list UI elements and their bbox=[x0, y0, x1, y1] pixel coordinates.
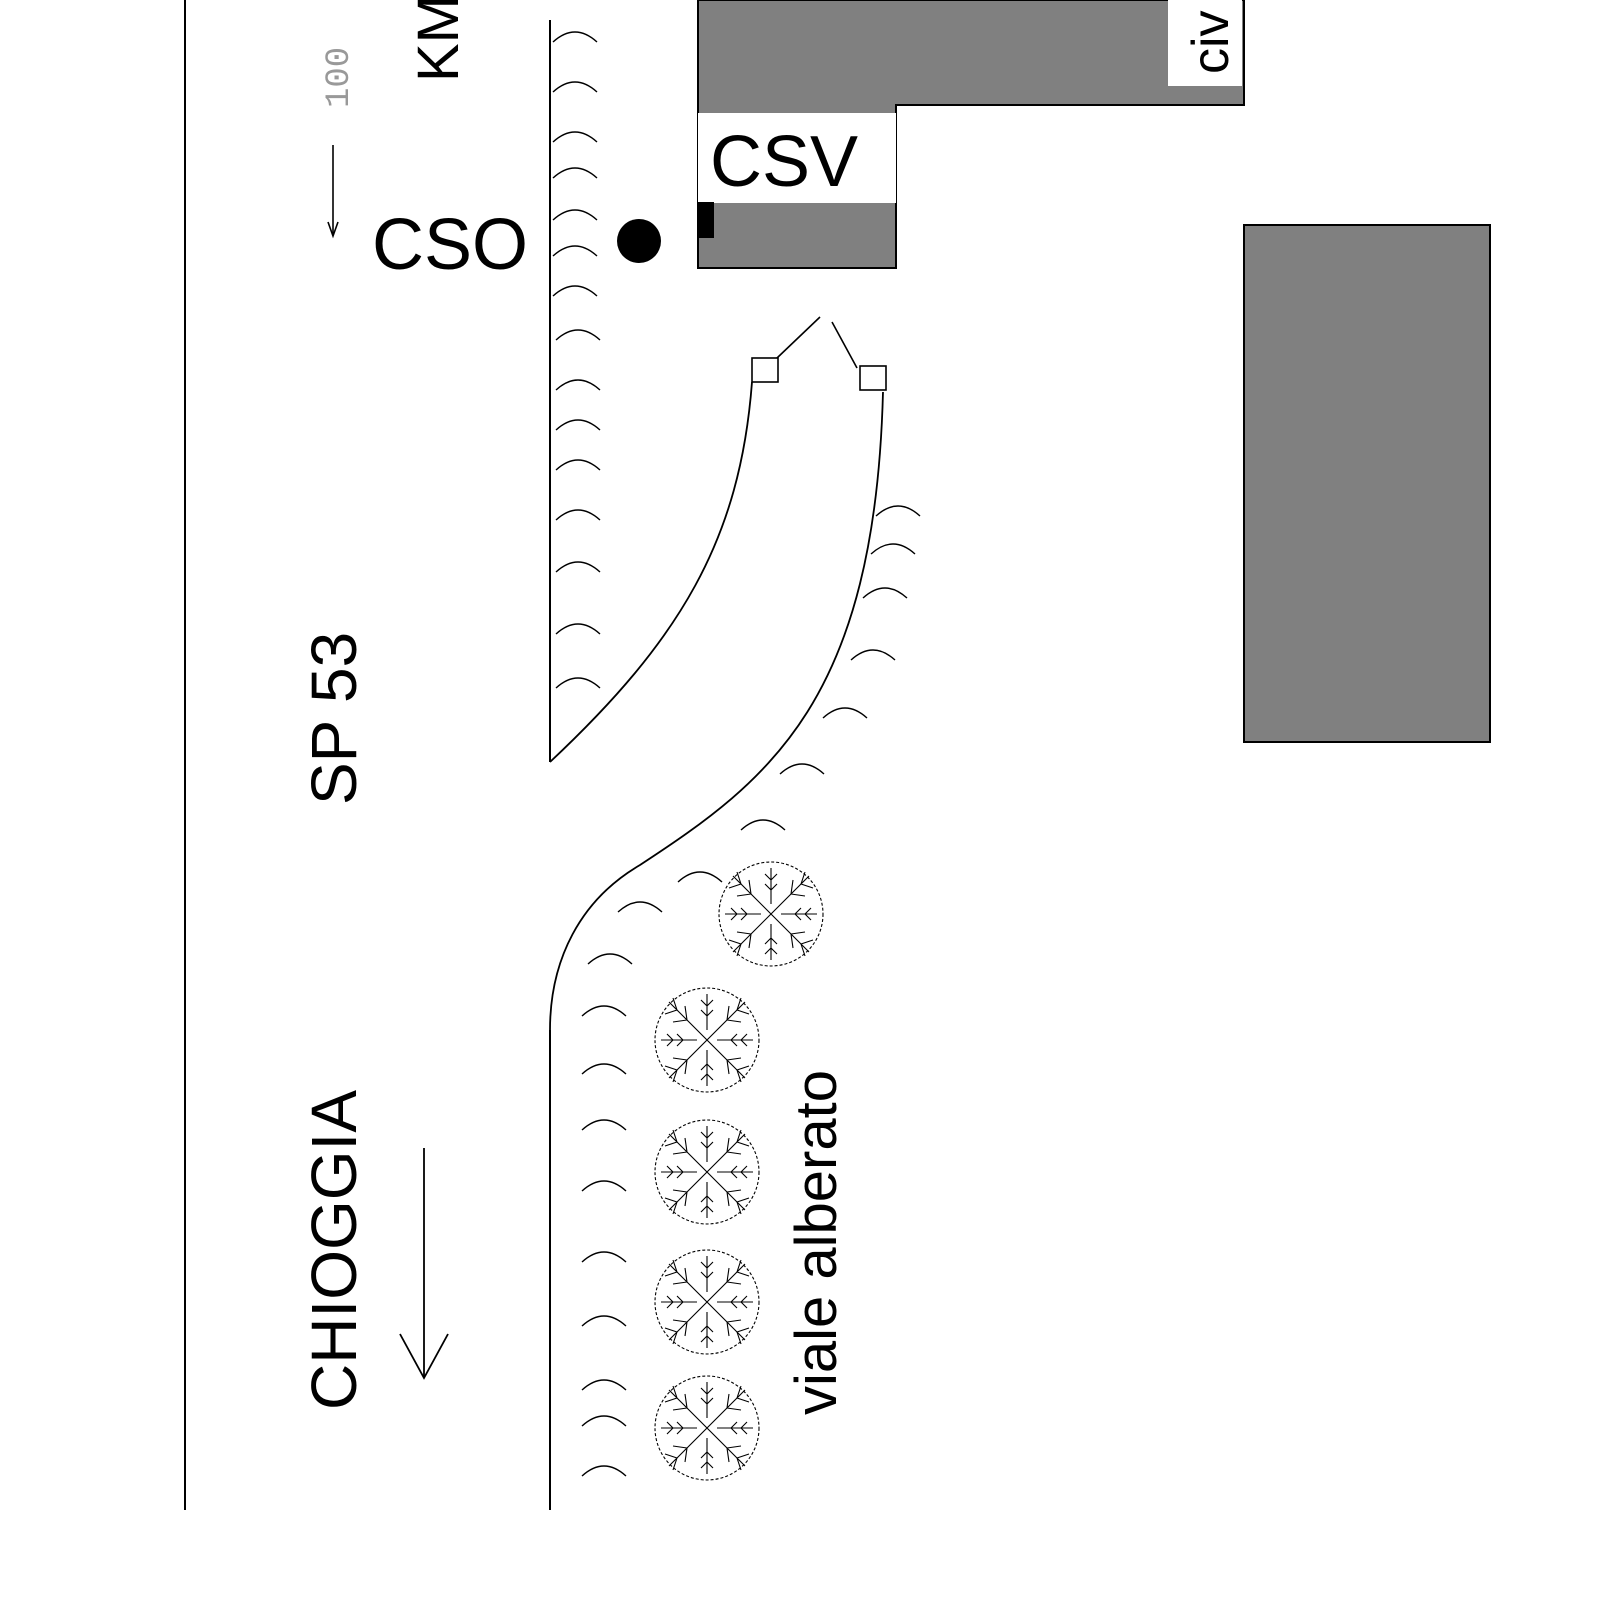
grass-tuft-icon bbox=[581, 1251, 627, 1263]
grass-tuft-icon bbox=[850, 649, 896, 661]
label-chioggia: CHIOGGIA bbox=[298, 1090, 370, 1410]
label-km: KM bbox=[406, 0, 471, 82]
grass-tuft-icon bbox=[822, 707, 868, 719]
grass-tuft-icon bbox=[581, 1063, 627, 1075]
grass-tuft-icon bbox=[555, 677, 601, 689]
grass-tuft-icon bbox=[555, 329, 601, 341]
tree-icon bbox=[654, 987, 760, 1093]
grass-tuft-icon bbox=[552, 31, 598, 43]
grass-tuft-icon bbox=[779, 763, 825, 775]
access-lane-outer-edge bbox=[549, 391, 884, 1031]
grass-tuft-icon bbox=[555, 561, 601, 573]
grass-tuft-icon bbox=[581, 1119, 627, 1131]
grass-tuft-icon bbox=[581, 1415, 627, 1427]
label-tree-lined-avenue: viale alberato bbox=[784, 1070, 849, 1415]
grass-tuft-icon bbox=[862, 587, 908, 599]
km-arrow-icon bbox=[327, 145, 339, 239]
grass-tuft-icon bbox=[581, 1180, 627, 1192]
grass-tuft-icon bbox=[587, 953, 633, 965]
grass-tuft-icon bbox=[555, 379, 601, 391]
grass-tuft-icon bbox=[581, 1465, 627, 1477]
grass-tuft-icon bbox=[875, 505, 921, 517]
tree-icon bbox=[654, 1249, 760, 1355]
grass-tuft-icon bbox=[555, 509, 601, 521]
grass-tuft-icon bbox=[617, 901, 663, 913]
building-east bbox=[1243, 224, 1491, 743]
grass-tuft-icon bbox=[581, 1005, 627, 1017]
grass-tuft-icon bbox=[552, 209, 598, 221]
label-cso: CSO bbox=[372, 205, 528, 285]
grass-tuft-icon bbox=[677, 871, 723, 883]
tree-icon bbox=[654, 1375, 760, 1481]
csv-label-plate bbox=[698, 113, 896, 203]
grass-tuft-icon bbox=[870, 543, 916, 555]
tree-icon bbox=[654, 1119, 760, 1225]
label-road-sp53: SP 53 bbox=[298, 632, 370, 805]
grass-tuft-icon bbox=[552, 245, 598, 257]
grass-tuft-icon bbox=[552, 81, 598, 93]
grass-tuft-icon bbox=[581, 1315, 627, 1327]
label-csv: CSV bbox=[710, 122, 858, 202]
grass-tuft-icon bbox=[555, 623, 601, 635]
label-civ: civ bbox=[1182, 10, 1240, 74]
cso-point-icon bbox=[617, 219, 661, 263]
civ-label-plate bbox=[1168, 0, 1242, 86]
csv-valve-marker bbox=[697, 202, 714, 238]
grass-tuft-icon bbox=[552, 167, 598, 179]
label-km-marker: 100 bbox=[321, 47, 359, 108]
direction-arrow-icon bbox=[399, 1148, 449, 1380]
grass-tuft-icon bbox=[740, 819, 786, 831]
grass-tuft-icon bbox=[552, 285, 598, 297]
gate bbox=[751, 316, 887, 391]
grass-tuft-icon bbox=[555, 419, 601, 431]
tree-icon bbox=[718, 861, 824, 967]
access-lane-inner-edge bbox=[549, 381, 753, 763]
grass-tuft-icon bbox=[581, 1379, 627, 1391]
grass-tuft-icon bbox=[555, 459, 601, 471]
grass-tuft-icon bbox=[552, 131, 598, 143]
